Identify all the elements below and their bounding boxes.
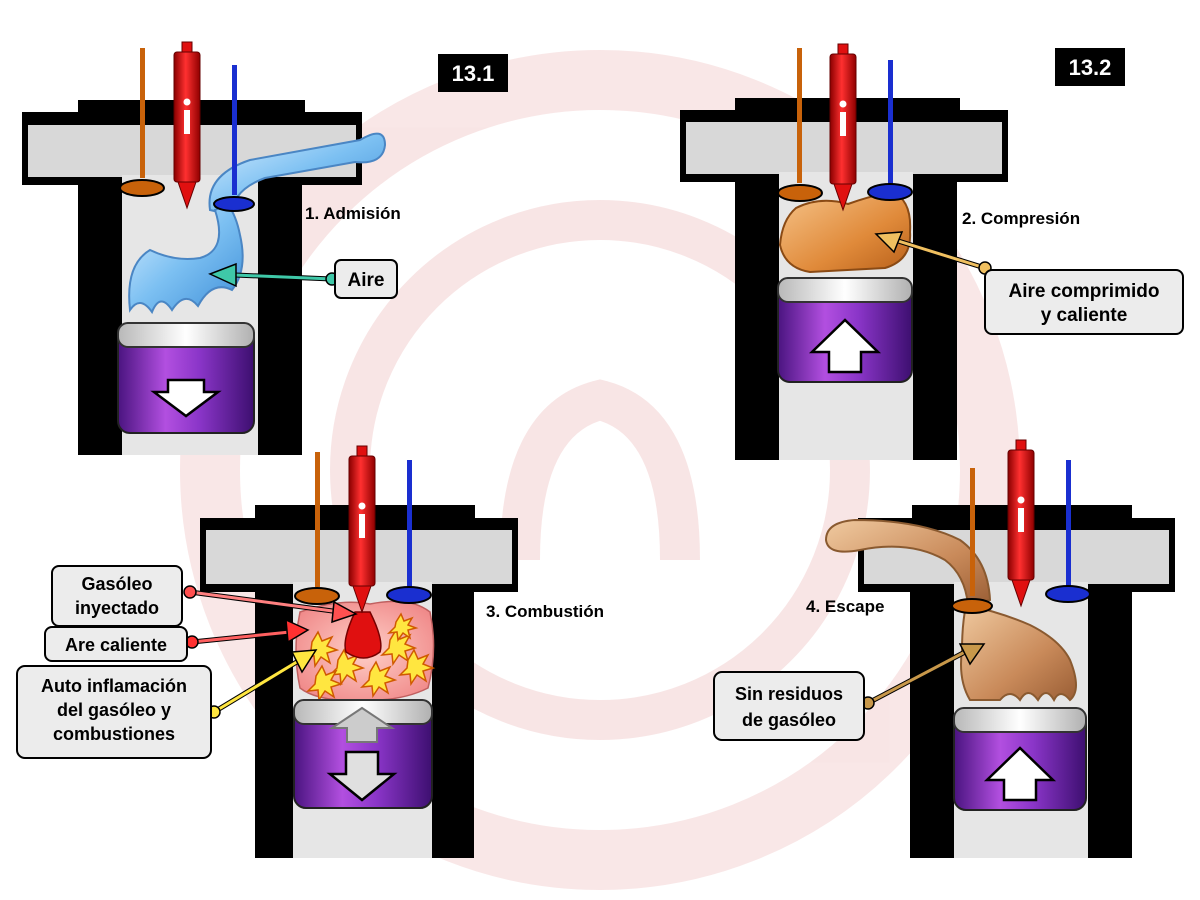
callout-compressed-air-line2: y caliente (1041, 305, 1128, 326)
figure-badge (438, 54, 508, 92)
exhaust-valve-head (867, 183, 913, 201)
intake-port-air (208, 132, 387, 217)
callout-injected-diesel-line1: Gasóleo (81, 574, 152, 594)
piston (293, 699, 433, 809)
callout-arrow-icon (331, 600, 358, 624)
air-charge (128, 203, 244, 315)
piston-up-arrow-icon (983, 746, 1057, 802)
callout-arrow-icon (208, 262, 237, 288)
callout-box (44, 626, 188, 662)
figure-badge-text: 13.2 (1069, 55, 1112, 80)
exhaust-valve-stem (888, 60, 893, 185)
cylinder-intake: 13.1 1. Admisión Aire (22, 41, 508, 455)
exhaust-valve-stem (407, 460, 412, 588)
callout-self-ignition-line3: combustiones (53, 724, 175, 744)
exhaust-valve-stem (232, 65, 237, 195)
callout-self-ignition-line2: del gasóleo y (57, 700, 171, 720)
piston-down-arrow-icon (150, 378, 222, 418)
callout-arrow-icon (290, 649, 318, 674)
intake-valve-stem (315, 452, 320, 587)
cylinder-wall-right (913, 180, 957, 460)
exhaust-valve-head (1045, 585, 1091, 603)
intake-valve-stem (970, 468, 975, 596)
callout-injected-diesel-line2: inyectado (75, 598, 159, 618)
callout-air: Aire (348, 270, 385, 291)
piston-up-arrow-icon (808, 318, 882, 374)
intake-valve-stem (140, 48, 145, 178)
piston-up-arrow-faded-icon (328, 706, 396, 743)
cylinder-combustion: 3. Combustión Gasóleo inyectado Are cali… (16, 445, 604, 858)
cylinder-wall-left (910, 590, 954, 858)
watermark-logo (180, 50, 1020, 890)
intake-valve-stem (797, 48, 802, 183)
exhaust-valve-stem (1066, 460, 1071, 588)
callout-no-residue-line1: Sin residuos (735, 684, 843, 704)
cylinder-wall-left (735, 180, 779, 460)
injector (173, 41, 201, 210)
piston (777, 277, 913, 383)
compressed-air-charge (778, 190, 912, 274)
cylinder-wall-left (78, 170, 122, 455)
piston-down-arrow-icon (326, 750, 398, 802)
flame-bursts (301, 612, 436, 703)
injector (1007, 439, 1035, 608)
exhaust-valve-head (213, 196, 255, 212)
exhaust-valve-head (386, 586, 432, 604)
cylinder-wall-right (258, 170, 302, 455)
callout-box (713, 671, 865, 741)
callout-hot-air: Are caliente (65, 635, 167, 655)
callout-arrow-icon (958, 643, 986, 666)
piston (953, 707, 1087, 811)
callout-self-ignition-line1: Auto inflamación (41, 676, 187, 696)
callout-arrow-icon (874, 231, 904, 254)
intake-valve-head (777, 184, 823, 202)
cylinder-wall-right (432, 590, 474, 858)
cylinder-compression: 13.2 2. Compresión Aire comprimido y cal… (680, 43, 1184, 460)
callout-arrow-icon (285, 618, 310, 644)
callout-compressed-air-line1: Aire comprimido (1009, 281, 1160, 302)
callout-box (984, 269, 1184, 335)
callout-box (334, 259, 398, 299)
cylinder-exhaust: 4. Escape Sin residuos de gasóleo (713, 439, 1175, 858)
injector (348, 445, 376, 614)
stroke-label: 2. Compresión (962, 209, 1080, 228)
intake-valve-head (119, 179, 165, 197)
intake-valve-head (294, 587, 340, 605)
callout-box (16, 665, 212, 759)
figure-badge (1055, 48, 1125, 86)
figure-badge-text: 13.1 (452, 61, 495, 86)
stroke-label: 3. Combustión (486, 602, 604, 621)
cylinder-wall-right (1088, 590, 1132, 858)
injector (829, 43, 857, 212)
intake-valve-head (951, 598, 993, 614)
fuel-spray (344, 611, 382, 659)
exhaust-port-gas (824, 518, 992, 607)
callout-no-residue-line2: de gasóleo (742, 710, 836, 730)
piston (117, 322, 255, 434)
stroke-label: 1. Admisión (305, 204, 401, 223)
exhaust-gas (960, 603, 1077, 703)
stroke-label: 4. Escape (806, 597, 884, 616)
